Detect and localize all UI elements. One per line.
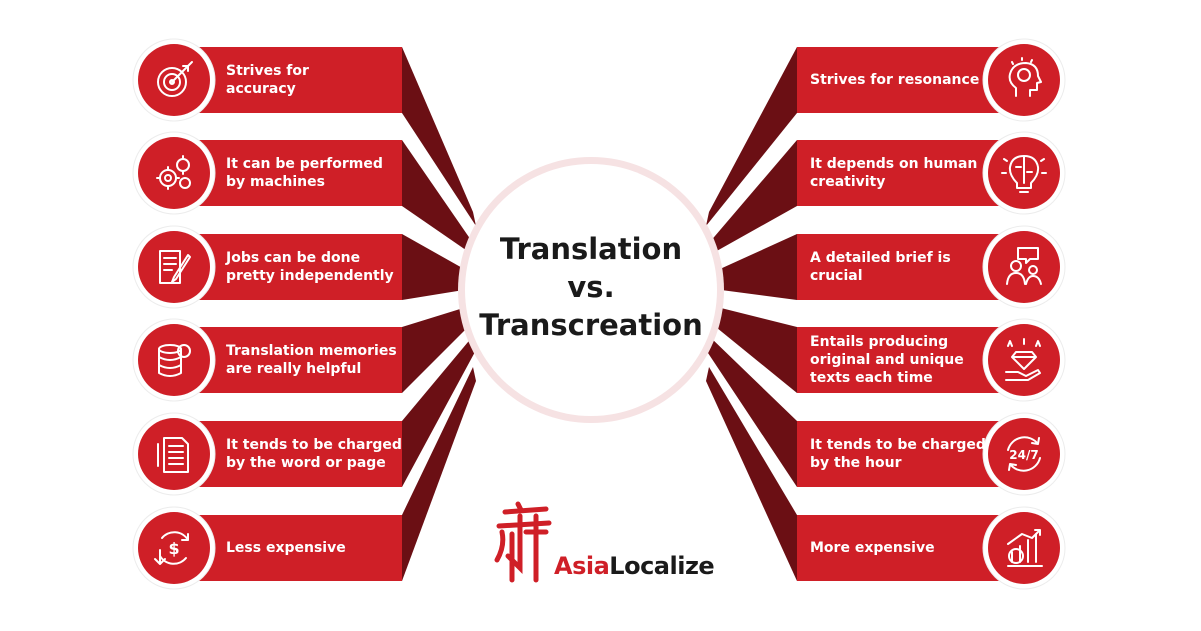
title-line-3: Transcreation bbox=[479, 308, 703, 342]
database-icon bbox=[158, 344, 191, 377]
connector-wedge bbox=[706, 305, 797, 393]
gears-icon bbox=[156, 155, 191, 190]
left-band-2 bbox=[184, 234, 402, 300]
title-line-1: Translation bbox=[499, 232, 683, 266]
item-icons: $24/7 bbox=[132, 38, 1066, 590]
connector-wedge bbox=[402, 367, 476, 581]
left-item-label-2: Jobs can be done pretty independently bbox=[226, 250, 394, 284]
left-band-0 bbox=[184, 47, 402, 113]
left-band-1 bbox=[184, 140, 402, 206]
left-item-label-4: It tends to be charged by the word or pa… bbox=[226, 437, 402, 471]
diamond-hand-icon bbox=[1005, 338, 1041, 381]
brand-logo-glyph bbox=[494, 501, 552, 583]
right-item-label-0: Strives for resonance bbox=[810, 72, 980, 88]
connector-wedges bbox=[402, 47, 797, 581]
pages-icon bbox=[157, 437, 189, 473]
right-icon-disc-3 bbox=[988, 324, 1060, 396]
title-line-2: vs. bbox=[567, 270, 615, 304]
connector-wedge bbox=[706, 367, 797, 581]
right-icon-disc-2 bbox=[988, 231, 1060, 303]
left-band-3 bbox=[184, 327, 402, 393]
brand-logo-mark bbox=[494, 501, 552, 583]
left-icon-disc-4 bbox=[138, 418, 210, 490]
left-item-label-5: Less expensive bbox=[226, 540, 346, 556]
clock-247-icon: 24/7 bbox=[1007, 436, 1041, 472]
right-item-label-4: It tends to be charged by the hour bbox=[810, 437, 986, 471]
left-item-label-0: Strives for accuracy bbox=[226, 63, 309, 97]
connector-wedge bbox=[402, 47, 476, 226]
left-item-label-1: It can be performed by machines bbox=[226, 156, 383, 190]
right-item-label-2: A detailed brief is crucial bbox=[810, 250, 951, 284]
left-item-label-3: Translation memories are really helpful bbox=[226, 343, 397, 377]
left-icon-disc-5 bbox=[138, 512, 210, 584]
target-icon bbox=[157, 61, 193, 97]
brand-part-localize: Localize bbox=[609, 552, 715, 580]
connector-wedge bbox=[706, 234, 797, 300]
discussion-icon bbox=[1006, 247, 1042, 285]
dollar-down-icon: $ bbox=[154, 531, 189, 565]
connector-wedge bbox=[706, 47, 797, 226]
right-item-label-5: More expensive bbox=[810, 540, 935, 556]
connector-wedge bbox=[706, 336, 797, 487]
head-brain-icon bbox=[1008, 57, 1042, 97]
brand-wordmark: AsiaLocalize bbox=[554, 552, 715, 580]
connector-wedge bbox=[402, 140, 476, 257]
right-item-label-1: It depends on human creativity bbox=[810, 156, 978, 190]
connector-wedge bbox=[706, 140, 797, 257]
left-icon-disc-2 bbox=[138, 231, 210, 303]
brand-part-asia: Asia bbox=[554, 552, 610, 580]
item-bands bbox=[184, 47, 1027, 581]
rising-coin-icon bbox=[1007, 529, 1043, 567]
center-circle bbox=[458, 157, 724, 423]
connector-wedge bbox=[402, 336, 476, 487]
right-item-label-3: Entails producing original and unique te… bbox=[810, 334, 964, 386]
document-pen-icon bbox=[159, 250, 191, 284]
left-band-4 bbox=[184, 421, 402, 487]
diagram-title: Translation vs. Transcreation bbox=[460, 230, 722, 344]
svg-text:$: $ bbox=[168, 539, 179, 558]
right-icon-disc-4 bbox=[988, 418, 1060, 490]
svg-text:24/7: 24/7 bbox=[1009, 448, 1038, 462]
right-icon-disc-5 bbox=[988, 512, 1060, 584]
connector-wedge bbox=[402, 305, 476, 393]
left-band-5 bbox=[184, 515, 402, 581]
connector-wedge bbox=[402, 234, 476, 300]
lightbulb-brain-icon bbox=[1001, 155, 1047, 193]
center-circle-fill bbox=[465, 164, 717, 416]
